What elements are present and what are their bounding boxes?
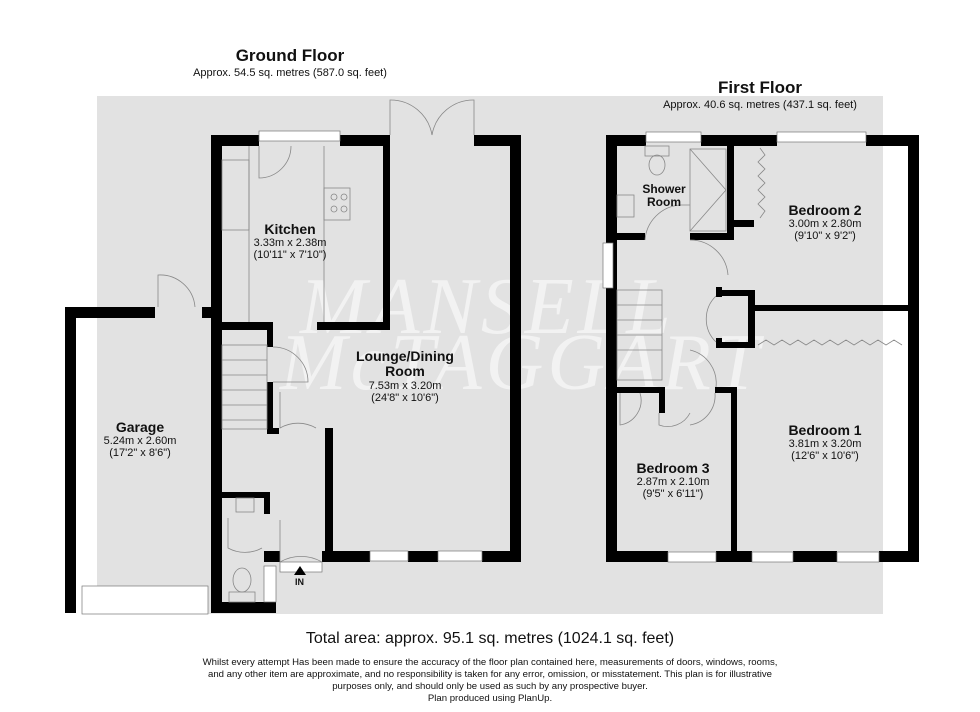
disclaimer-line: purposes only, and should only be used a… [332,680,648,692]
room-metric: 3.81m x 3.20m [788,438,862,451]
room-name: Bedroom 1 [788,422,862,438]
room-imperial: (24'8" x 10'6") [371,391,439,404]
room-name-line-2: Room [647,195,681,210]
room-shower-room: Shower Room [634,182,694,210]
room-metric: 3.00m x 2.80m [788,218,862,231]
room-metric: 7.53m x 3.20m [368,379,442,392]
room-imperial: (9'10" x 9'2") [794,230,856,243]
total-area: Total area: approx. 95.1 sq. metres (102… [305,630,675,647]
room-name: Bedroom 3 [636,460,710,476]
room-imperial: (17'2" x 8'6") [109,447,171,460]
room-garage: Garage 5.24m x 2.60m (17'2" x 8'6") [90,419,190,460]
room-metric: 3.33m x 2.38m [253,237,327,250]
first-floor-area: Approx. 40.6 sq. metres (437.1 sq. feet) [663,99,857,111]
room-name-line-1: Shower [642,182,686,196]
room-bedroom-3: Bedroom 3 2.87m x 2.10m (9'5" x 6'11") [618,460,728,501]
room-imperial: (10'11" x 7'10") [253,249,327,262]
disclaimer-line: and any other item are approximate, and … [208,668,772,680]
room-bedroom-1: Bedroom 1 3.81m x 3.20m (12'6" x 10'6") [770,422,880,463]
room-kitchen: Kitchen 3.33m x 2.38m (10'11" x 7'10") [240,221,340,262]
entrance-arrow-icon [294,566,306,575]
room-name: Garage [115,419,165,435]
disclaimer-line: Whilst every attempt Has been made to en… [202,657,778,668]
room-metric: 2.87m x 2.10m [636,476,710,489]
room-name: Kitchen [264,221,316,237]
room-lounge-dining: Lounge/Dining Room 7.53m x 3.20m (24'8" … [340,348,470,404]
room-name-line-1: Lounge/Dining [356,348,454,364]
room-bedroom-2: Bedroom 2 3.00m x 2.80m (9'10" x 9'2") [770,202,880,243]
room-imperial: (9'5" x 6'11") [642,488,704,501]
first-floor-title: First Floor [717,78,803,97]
entrance-label: IN [295,577,304,587]
disclaimer-line: Plan produced using PlanUp. [427,692,553,704]
room-name-line-2: Room [385,363,425,380]
room-imperial: (12'6" x 10'6") [791,450,859,463]
room-metric: 5.24m x 2.60m [103,435,177,448]
ground-floor-title: Ground Floor [235,46,345,65]
ground-floor-area: Approx. 54.5 sq. metres (587.0 sq. feet) [193,67,387,79]
room-name: Bedroom 2 [788,202,862,218]
disclaimer: Whilst every attempt Has been made to en… [140,657,840,705]
